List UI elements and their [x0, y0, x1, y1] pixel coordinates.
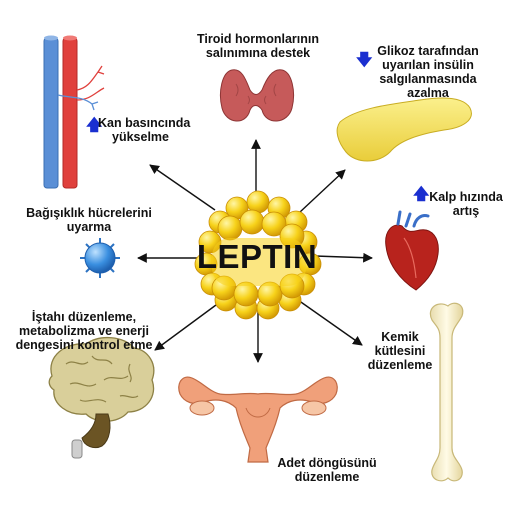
immune-cell-icon — [80, 238, 120, 278]
label-thyroid: Tiroid hormonlarının salınımına destek — [197, 32, 319, 60]
label-bone: Kemik kütlesini düzenleme — [367, 330, 433, 372]
label-appetite: İştahı düzenleme, metabolizma ve enerji … — [15, 310, 153, 352]
brain-icon — [48, 337, 155, 459]
arrow-appetite — [154, 304, 217, 351]
arrow-blood-pressure — [149, 164, 216, 211]
arrow-glucose — [299, 169, 346, 213]
label-menstrual: Adet döngüsünü düzenleme — [277, 456, 377, 484]
down-arrow-icon: 🡇 — [356, 52, 373, 69]
label-glucose: Glikoz tarafından uyarılan insülin salgı… — [377, 44, 479, 100]
fat-cell-cluster-icon — [194, 190, 322, 320]
label-blood-pressure: Kan basıncında yükselme — [98, 116, 191, 144]
effect-arrows — [137, 139, 373, 363]
pancreas-icon — [336, 97, 472, 162]
arrow-bone — [297, 299, 363, 346]
arrow-heart — [314, 252, 373, 263]
label-heart-rate: Kalp hızında artış — [429, 190, 503, 218]
uterus-icon — [178, 376, 338, 463]
up-arrow-icon: 🡅 — [86, 117, 103, 134]
label-immune: Bağışıklık hücrelerini uyarma — [26, 206, 152, 234]
bone-icon — [429, 302, 464, 482]
leptin-title: LEPTIN — [196, 238, 318, 275]
up-arrow-icon: 🡅 — [413, 186, 430, 203]
blood-vessels-icon — [43, 35, 105, 189]
thyroid-icon — [219, 69, 295, 122]
heart-icon — [385, 210, 439, 291]
